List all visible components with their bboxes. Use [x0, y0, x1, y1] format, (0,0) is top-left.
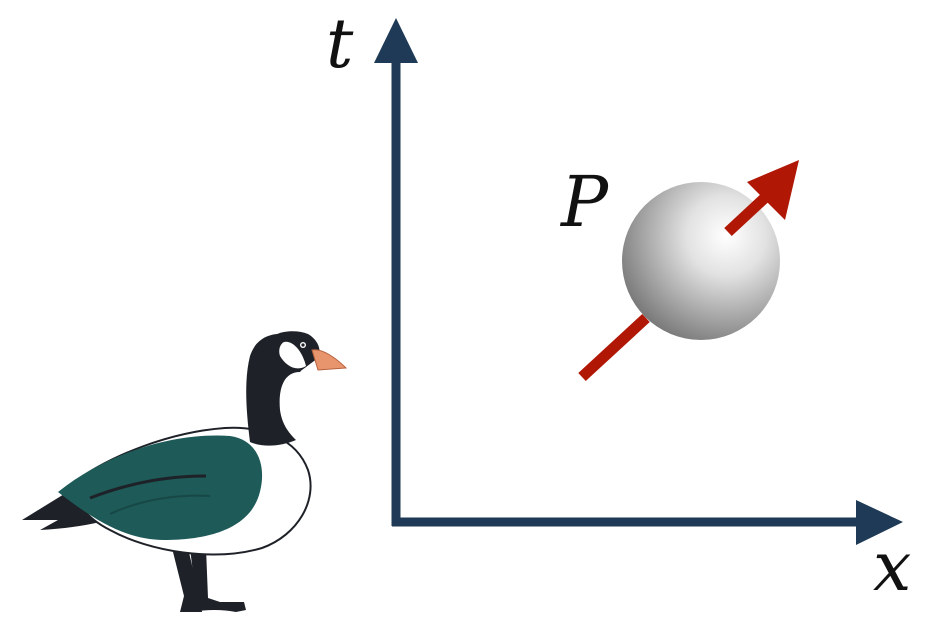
goose-wing-feather	[89, 474, 207, 500]
goose-back-leg	[172, 548, 202, 612]
arrow-tail	[578, 313, 650, 382]
space-axis-label: x	[873, 528, 911, 607]
arrow-head	[747, 160, 799, 220]
goose-cheek	[279, 341, 306, 369]
goose-wing-feather	[109, 494, 211, 515]
goose-pupil	[301, 343, 305, 347]
goose-beak	[311, 349, 348, 371]
goose-wing	[58, 435, 263, 540]
axes	[374, 18, 903, 545]
arrow-shaft	[724, 189, 773, 237]
goose-icon	[22, 331, 348, 612]
particle-label: P	[559, 161, 610, 243]
time-axis-label: t	[326, 5, 354, 84]
space-axis-arrowhead	[856, 500, 903, 545]
time-axis-arrowhead	[374, 18, 418, 63]
goose-front-leg	[190, 548, 246, 612]
particle	[578, 160, 799, 382]
